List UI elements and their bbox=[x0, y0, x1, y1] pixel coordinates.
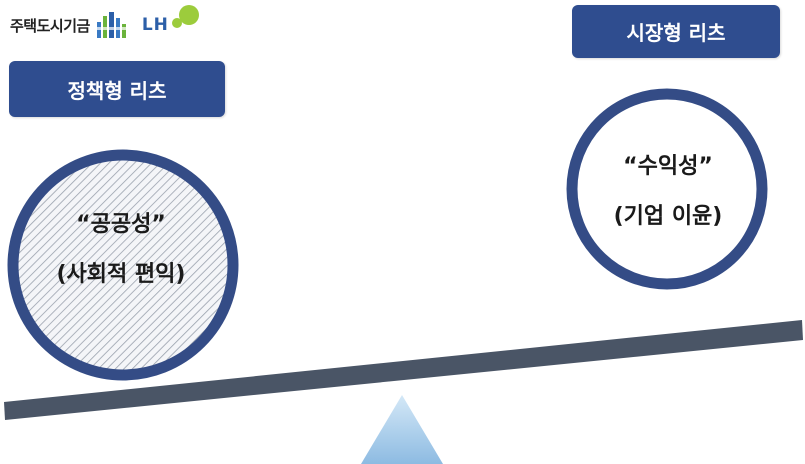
profit-text: “수익성” (기업 이윤) bbox=[568, 142, 768, 242]
policy-reits-label: 정책형 리츠 bbox=[9, 61, 225, 117]
social-benefit-text: (사회적 편익) bbox=[56, 262, 186, 287]
public-value-circle bbox=[7, 149, 239, 381]
fulcrum-triangle bbox=[361, 395, 443, 464]
logo: 주택도시기금 LH bbox=[10, 5, 201, 42]
fund-logo-text: 주택도시기금 bbox=[10, 16, 90, 35]
lh-leaf-icon bbox=[171, 5, 199, 28]
profit-circle bbox=[566, 88, 768, 290]
market-reits-label: 시장형 리츠 bbox=[572, 5, 780, 58]
public-value-text: “공공성” (사회적 편익) bbox=[16, 200, 226, 300]
public-value-title: “공공성” bbox=[76, 212, 166, 237]
seesaw-beam bbox=[4, 320, 803, 420]
lh-logo-text: LH bbox=[141, 15, 169, 35]
building-logo-icon bbox=[95, 12, 127, 38]
corporate-profit-text: (기업 이윤) bbox=[613, 204, 723, 229]
profitability-title: “수익성” bbox=[623, 154, 713, 179]
